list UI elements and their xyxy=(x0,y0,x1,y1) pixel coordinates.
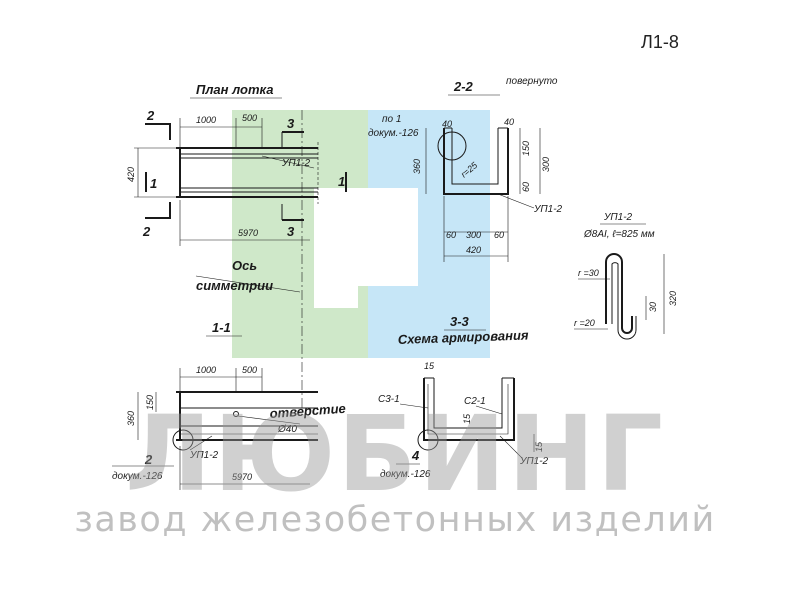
section-2-2-ref-2: докум.-126 xyxy=(368,128,419,139)
section-2-2-d60: 60 xyxy=(521,182,531,192)
section-2-2-rebar-leader xyxy=(497,193,535,209)
detail-up1-2: УП1-2 Ø8АI, ℓ=825 мм r =30 r =20 320 30 xyxy=(574,212,678,340)
plan-cut-2-bottom xyxy=(145,202,171,219)
section-2-2-profile-outer xyxy=(443,128,509,195)
section-3-3-s21-leader xyxy=(475,405,503,415)
section-2-2-d300: 300 xyxy=(541,157,551,172)
axis-label-line1: Ось xyxy=(232,258,257,273)
section-3-3-subtitle: Схема армирования xyxy=(398,327,530,347)
section-3-3-d15c: 15 xyxy=(534,441,544,452)
axis-label-line2: симметрии xyxy=(196,278,273,293)
plan-mark-3-bottom: 3 xyxy=(287,224,295,239)
axis-leader xyxy=(195,275,301,293)
symmetry-axis: Ось симметрии xyxy=(195,110,303,410)
section-1-1-dim-500: 500 xyxy=(242,365,257,375)
section-1-1-dim-150: 150 xyxy=(145,395,155,410)
section-1-1-dim-1000: 1000 xyxy=(196,365,216,375)
section-3-3-mark: 4 xyxy=(411,448,420,463)
logo-cutout xyxy=(314,188,418,286)
plan-mark-3-top: 3 xyxy=(287,116,295,131)
section-1-1-title: 1-1 xyxy=(212,320,231,335)
plan-title: План лотка xyxy=(196,82,274,97)
section-3-3: 3-3 Схема армирования 15 С3-1 С2-1 15 15… xyxy=(378,314,549,480)
section-3-3-detail-circle xyxy=(417,429,439,451)
section-2-2-note: повернуто xyxy=(506,76,558,87)
section-3-3-s21: С2-1 xyxy=(464,396,486,407)
plan-mark-2-top: 2 xyxy=(146,108,155,123)
section-3-3-profile-outer xyxy=(423,378,515,441)
section-1-1-rebar: УП1-2 xyxy=(189,450,219,461)
plan-dim-500: 500 xyxy=(242,113,257,123)
section-3-3-rebar-cage xyxy=(427,384,509,435)
section-1-1-rebar-leader xyxy=(189,435,213,451)
section-3-3-rebar: УП1-2 xyxy=(519,456,549,467)
section-1-1-hole-label: отверстие xyxy=(269,401,346,421)
section-3-3-d15b: 15 xyxy=(462,413,472,424)
section-1-1-hole-dia: Ø40 xyxy=(277,424,297,435)
section-1-1-hole-leader xyxy=(237,415,301,425)
section-2-2-rebar: УП1-2 xyxy=(533,204,563,215)
section-3-3-s31-leader xyxy=(399,403,429,409)
section-3-3-d15: 15 xyxy=(424,361,435,371)
detail-r30: r =30 xyxy=(578,268,599,278)
plan-cut-2-top xyxy=(145,123,171,140)
section-2-2-ref-1: по 1 xyxy=(382,114,401,125)
logo-watermark xyxy=(232,110,490,358)
sheet-number: Л1-8 xyxy=(641,32,679,52)
section-2-2-b60a: 60 xyxy=(446,230,456,240)
section-2-2-b420: 420 xyxy=(466,245,481,255)
section-2-2-title: 2-2 xyxy=(453,79,474,94)
section-3-3-ref: докум.-126 xyxy=(380,469,431,480)
watermark-subtitle: завод железобетонных изделий xyxy=(74,500,716,540)
section-3-3-rebar-leader xyxy=(499,435,523,459)
section-2-2-d150: 150 xyxy=(521,141,531,156)
plan-dim-420: 420 xyxy=(126,167,136,182)
section-3-3-s31: С3-1 xyxy=(378,394,400,405)
plan-mark-2-bottom: 2 xyxy=(142,224,151,239)
detail-spec: Ø8АI, ℓ=825 мм xyxy=(583,229,655,240)
watermark-brand: ЛЮБИНГ xyxy=(124,393,666,515)
plan-rebar-leader xyxy=(261,155,315,169)
section-1-1-dim-5970-label: 5970 xyxy=(232,472,252,482)
section-1-1: 1-1 1000 500 360 150 отверстие Ø40 2 док… xyxy=(112,320,346,490)
plan-view: План лотка 2 2 1000 500 3 3 420 xyxy=(126,82,347,246)
plan-mark-1-left: 1 xyxy=(150,176,157,191)
plan-dim-5970: 5970 xyxy=(238,228,258,238)
section-1-1-mark: 2 xyxy=(144,452,153,467)
section-2-2-d360: 360 xyxy=(412,159,422,174)
detail-r20: r =20 xyxy=(574,318,595,328)
plan-mark-1-right: 1 xyxy=(338,174,345,189)
section-2-2-d40b: 40 xyxy=(504,117,514,127)
section-3-3-profile-inner xyxy=(433,378,503,429)
section-2-2-b300: 300 xyxy=(466,230,481,240)
detail-hook-shape xyxy=(605,253,633,334)
logo-cutout-2 xyxy=(314,286,358,308)
section-1-1-ref: докум.-126 xyxy=(112,471,163,482)
section-2-2-profile-inner xyxy=(451,128,499,185)
detail-title: УП1-2 xyxy=(603,212,633,223)
section-1-1-hole xyxy=(233,411,239,417)
section-1-1-detail-circle xyxy=(172,429,194,451)
section-3-3-title: 3-3 xyxy=(450,314,470,329)
detail-hook-shape-inner xyxy=(611,262,637,340)
detail-d320: 320 xyxy=(668,291,678,306)
section-2-2-b60b: 60 xyxy=(494,230,504,240)
section-2-2-d40a: 40 xyxy=(442,119,452,129)
detail-d30: 30 xyxy=(648,302,658,312)
section-1-1-dim-360: 360 xyxy=(126,411,136,426)
plan-dim-1000: 1000 xyxy=(196,115,216,125)
